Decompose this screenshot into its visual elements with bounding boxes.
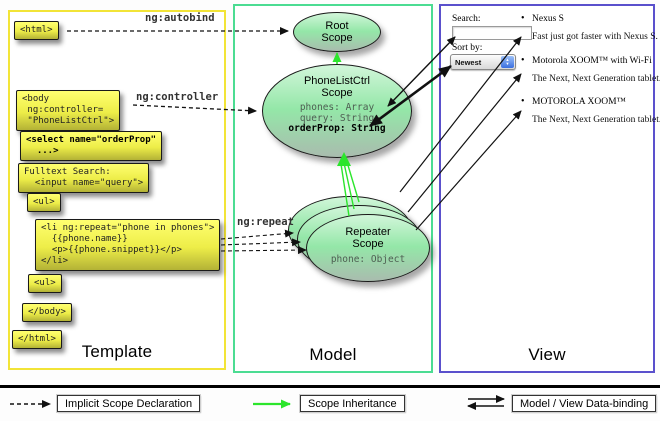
code-box-li-repeat: <li ng:repeat="phone in phones"> {{phone… bbox=[35, 219, 221, 271]
view-column-label: View bbox=[528, 345, 566, 364]
legend-separator bbox=[0, 385, 660, 388]
sort-dropdown-value: Newest bbox=[455, 57, 482, 67]
prop-orderprop: orderProp: String bbox=[288, 123, 386, 134]
code-box-body-open: <body ng:controller= "PhoneListCtrl"> bbox=[16, 90, 121, 131]
phone-item: • Motorola XOOM™ with Wi-Fi The Next, Ne… bbox=[521, 55, 660, 84]
legend-data-binding: Model / View Data-binding bbox=[512, 395, 657, 412]
phone-item-desc: Fast just got faster with Nexus S. bbox=[532, 32, 658, 42]
code-box-body-close: </body> bbox=[22, 303, 72, 322]
dropdown-stepper-icon[interactable]: ▲▼ bbox=[501, 56, 514, 68]
phone-item: • MOTOROLA XOOM™ The Next, Next Generati… bbox=[521, 96, 660, 125]
phone-item-desc: The Next, Next Generation tablet. bbox=[532, 74, 660, 84]
code-box-ul-open: <ul> bbox=[27, 193, 61, 212]
code-box-html-close: </html> bbox=[12, 330, 62, 349]
phonelistctrl-scope-title: PhoneListCtrl Scope bbox=[303, 75, 371, 99]
model-column: Root Scope PhoneListCtrl Scope phones: A… bbox=[233, 4, 433, 373]
legend-scope-inheritance: Scope Inheritance bbox=[300, 395, 405, 412]
template-column-label: Template bbox=[81, 342, 153, 361]
ng-repeat-label: ng:repeat bbox=[237, 216, 294, 228]
code-box-select: <select name="orderProp" ...> bbox=[20, 131, 163, 161]
legend-double-arrow-icon bbox=[467, 395, 505, 410]
template-column: <html> <body ng:controller= "PhoneListCt… bbox=[8, 10, 226, 370]
prop-query: query: String bbox=[299, 112, 375, 124]
repeater-scope-title: Repeater Scope bbox=[345, 226, 391, 250]
phonelistctrl-scope-props: phones: Array query: String orderProp: S… bbox=[263, 102, 411, 135]
phone-item: • Nexus S Fast just got faster with Nexu… bbox=[521, 13, 658, 42]
prop-phones: phones: Array bbox=[299, 102, 375, 113]
root-scope-ellipse: Root Scope bbox=[293, 12, 381, 52]
code-box-ul-close: <ul> bbox=[28, 274, 62, 293]
bullet-icon: • bbox=[521, 55, 525, 66]
search-label: Search: bbox=[452, 14, 481, 24]
legend-implicit-scope: Implicit Scope Declaration bbox=[57, 395, 201, 412]
code-box-fulltext-search: Fulltext Search: <input name="query"> bbox=[18, 163, 150, 193]
repeater-scope-prop: phone: Object bbox=[330, 254, 406, 265]
phone-item-title: Nexus S bbox=[532, 14, 564, 24]
search-input[interactable] bbox=[452, 26, 532, 40]
repeater-scope-ellipse: Repeater Scope phone: Object bbox=[306, 214, 430, 282]
bullet-icon: • bbox=[521, 13, 525, 24]
phone-item-title: MOTOROLA XOOM™ bbox=[532, 97, 626, 107]
ng-controller-label: ng:controller bbox=[136, 91, 219, 103]
root-scope-title: Root Scope bbox=[321, 20, 353, 44]
phone-item-title: Motorola XOOM™ with Wi-Fi bbox=[532, 56, 652, 66]
ng-autobind-label: ng:autobind bbox=[145, 12, 215, 24]
phonelistctrl-scope-ellipse: PhoneListCtrl Scope phones: Array query:… bbox=[262, 64, 412, 158]
bullet-icon: • bbox=[521, 96, 525, 107]
code-box-html-open: <html> bbox=[14, 21, 59, 40]
view-column: Search: Sort by: Newest ▲▼ • Nexus S Fas… bbox=[439, 4, 660, 373]
model-column-label: Model bbox=[309, 345, 357, 364]
sort-by-label: Sort by: bbox=[452, 43, 483, 53]
sort-dropdown[interactable]: Newest ▲▼ bbox=[450, 54, 516, 70]
phone-item-desc: The Next, Next Generation tablet. bbox=[532, 115, 660, 125]
